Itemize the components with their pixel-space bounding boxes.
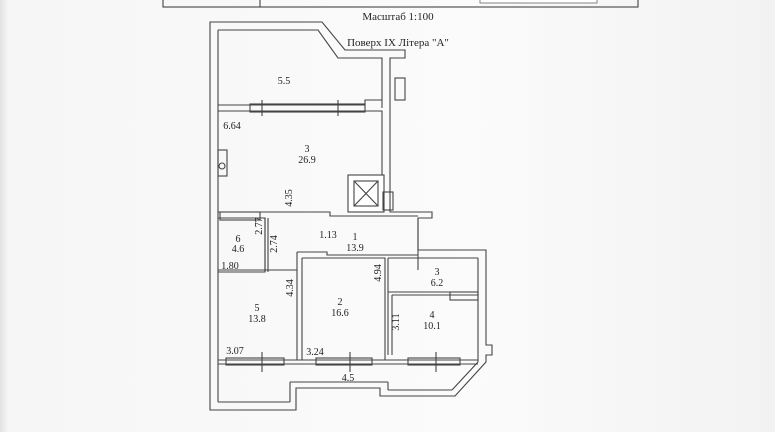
dimension-label: 2.77 [254,217,265,235]
room-3-number: 3 [305,144,310,155]
room-5-number: 5 [255,303,260,314]
room-5-area: 13.8 [248,314,266,325]
room-1-number: 1 [353,232,358,243]
dimension-label: 6.64 [223,121,241,132]
room-3-small-number: 3 [435,267,440,278]
room-6-number: 6 [236,234,241,245]
dimension-label: 3.24 [306,347,324,358]
room-4-number: 4 [430,310,435,321]
dimension-label: 4.5 [342,373,355,384]
room-1-area: 13.9 [346,243,364,254]
scale-label: Масштаб 1:100 [362,11,434,23]
interior-walls [217,99,479,372]
dimension-label: 2.74 [269,235,280,253]
dimension-label: 3.07 [226,346,244,357]
dimension-label: 3.11 [391,313,402,330]
room-6-area: 4.6 [232,244,245,255]
floor-title: Поверх IX Літера "А" [347,37,449,49]
room-2-area: 16.6 [331,308,349,319]
room-3-small-area: 6.2 [431,278,444,289]
dimension-label: 4.34 [285,279,296,297]
room-2-number: 2 [338,297,343,308]
dimension-label: 1.80 [221,261,239,272]
header-table [162,0,639,8]
outer-walls [209,21,493,411]
room-balcony-top-area: 5.5 [278,76,291,87]
room-3-area: 26.9 [298,155,316,166]
dimension-label: 1.13 [319,230,337,241]
room-4-area: 10.1 [423,321,441,332]
dimension-label: 4.35 [284,189,295,207]
dimension-label: 4.94 [373,264,384,282]
